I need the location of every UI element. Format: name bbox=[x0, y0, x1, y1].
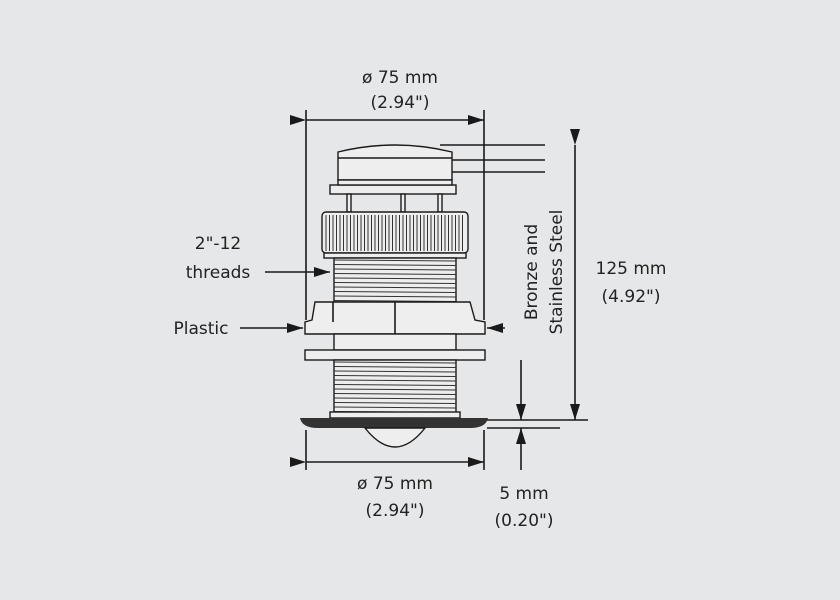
transducer-drawing bbox=[300, 144, 545, 448]
thread-label-line2: threads bbox=[186, 263, 251, 283]
bottom-diameter-label: ø 75 mm bbox=[357, 474, 433, 494]
top-diameter-inch-label: (2.94") bbox=[371, 93, 430, 113]
thread-label-line1: 2"-12 bbox=[195, 234, 241, 254]
material-label-line1: Bronze and bbox=[522, 224, 542, 320]
top-diameter-label: ø 75 mm bbox=[362, 68, 438, 88]
height-inch-label: (4.92") bbox=[602, 287, 661, 307]
protrusion-label: 5 mm bbox=[499, 484, 548, 504]
material-label-line2: Stainless Steel bbox=[547, 210, 567, 335]
bottom-diameter-inch-label: (2.94") bbox=[366, 501, 425, 521]
dimension-lines bbox=[240, 115, 580, 470]
protrusion-inch-label: (0.20") bbox=[495, 511, 554, 531]
height-label: 125 mm bbox=[596, 259, 667, 279]
plastic-label: Plastic bbox=[174, 319, 229, 339]
